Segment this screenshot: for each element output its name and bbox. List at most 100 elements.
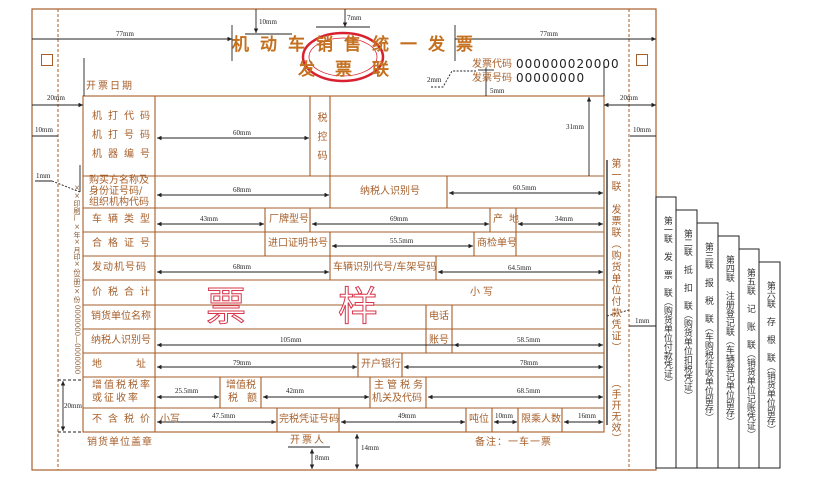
dim-60mm: 60mm [233,129,251,137]
dim-58-5mm: 58.5mm [517,336,541,344]
stub-copy-3: 第三联 报 税 联（车购税征收单位留存） [702,242,713,422]
dim-42mm: 42mm [286,387,304,395]
dim-77mm-left: 77mm [116,30,134,38]
printer-info: ××印刷厂 ×年×月印×份(册)×份 0000000—0000000 [73,184,81,375]
origin-label: 产地 [493,214,525,225]
dim-10mm-top: 10mm [259,18,277,26]
invoice-code-label: 发票代码 [472,59,512,70]
tear-lines [57,9,630,470]
dim-10mm-right: 10mm [633,126,651,134]
machine-serial-label: 机器编号 [92,149,156,160]
total-price-tax-label: 价税合计 [92,287,156,298]
dim-31mm: 31mm [566,123,584,131]
stub-copy-2: 第二联 抵 扣 联（购货单位扣税凭证） [681,229,692,400]
dim-47-5mm: 47.5mm [212,412,236,420]
table-grid [82,95,605,433]
copy-stubs [655,196,781,469]
brand-model-label: 厂牌型号 [269,214,309,225]
tax-authority-label-1: 主管税务 [374,380,426,391]
dim-10mm-tonnage: 10mm [495,412,513,420]
dim-2mm: 2mm [427,76,442,84]
price-ex-tax-label: 不含税价 [92,414,156,425]
invoice-no-label: 发票号码 [472,73,512,84]
watermark-char-2: 样 [338,284,379,330]
registration-square-left [41,54,53,66]
seller-seal-label: 销货单位盖章 [87,437,153,448]
vehicle-type-label: 车辆类型 [92,214,156,225]
buyer-id-label: 身份证号码/ [89,186,143,197]
invoice-no: 00000000 [516,71,586,85]
dim-1mm-left: 1mm [36,172,51,180]
tax-paid-cert-label: 完税凭证号码 [279,414,339,425]
invoice-subtitle: 发票联 [298,60,409,80]
dim-77mm-right: 77mm [540,30,558,38]
dim-43mm: 43mm [200,215,218,223]
lowercase-label: 小写 [470,287,496,298]
phone-label: 电话 [429,311,449,322]
machine-code-label: 机打代码 [92,111,156,122]
machine-no-label: 机打号码 [92,130,156,141]
registration-square-right [636,54,648,66]
dim-7mm: 7mm [347,14,362,22]
dim-10mm-left: 10mm [35,126,53,134]
dim-34mm: 34mm [555,215,573,223]
dim-20mm-right: 20mm [620,94,638,102]
dim-68mm-engine: 68mm [233,263,251,271]
vat-rate-label-1: 增值税税率 [92,380,152,391]
manual-invalid-label: （手开无效） [609,378,620,444]
tax-authority-label-2: 机关及代码 [372,393,422,404]
copy-label: 第一联 发票联（购货单位付款凭证） [609,158,620,354]
dim-16mm: 16mm [578,412,596,420]
watermark-char-1: 票 [206,284,247,330]
remark-label: 备注：一车一票 [475,437,552,448]
dim-60-5mm: 60.5mm [513,184,537,192]
stub-copy-4: 第四联 注册登记联（车辆登记单位留存） [723,255,734,426]
vat-amount-label-1: 增值税 [226,380,256,391]
inspection-no-label: 商检单号 [477,238,517,249]
engine-no-label: 发动机号码 [92,262,147,273]
buyer-name-label: 购买方名称及 [89,175,149,186]
certificate-no-label: 合格证号 [92,238,156,249]
dim-68mm-buyer: 68mm [233,186,251,194]
import-cert-label: 进口证明书号 [268,238,328,249]
dim-105mm: 105mm [280,336,302,344]
dim-68-5mm: 68.5mm [517,387,541,395]
dim-20mm-bottom: 20mm [64,402,82,410]
invoice-code: 000000020000 [516,57,620,71]
vat-rate-label-2: 或征收率 [92,393,140,404]
dim-20mm-left: 20mm [47,94,65,102]
issue-date-label: 开票日期 [86,81,134,92]
dim-64-5mm: 64.5mm [508,264,532,272]
invoice-title: 机动车销售统一发票 [232,35,484,55]
issuer-label: 开票人 [290,435,326,446]
account-no-label: 账号 [429,335,449,346]
dim-55-5mm: 55.5mm [390,237,414,245]
dim-8mm: 8mm [315,454,330,462]
dim-5mm: 5mm [490,87,505,95]
seat-limit-label: 限乘人数 [521,414,561,425]
seller-name-label: 销货单位名称 [91,311,151,322]
address-label: 地址 [92,359,180,370]
vin-label: 车辆识别代号/车架号码 [333,262,437,273]
stub-copy-1: 第一联 发 票 联（购货单位付款凭证） [661,216,672,387]
tonnage-label: 吨位 [469,414,489,425]
dim-49mm: 49mm [398,412,416,420]
vat-amount-label-2: 税额 [228,393,266,404]
dim-78mm: 78mm [520,359,538,367]
seller-taxpayer-id-label: 纳税人识别号 [91,335,151,346]
bank-label: 开户银行 [361,359,401,370]
lowercase-label-2: 小写 [160,414,180,425]
stub-copy-5: 第五联 记 账 联（销货单位记账凭证） [744,268,755,439]
buyer-org-label: 组织机构代码 [89,197,149,208]
tax-control-code-label: 税控码 [315,112,326,169]
dim-69mm: 69mm [390,215,408,223]
dim-79mm: 79mm [233,359,251,367]
dim-25-5mm: 25.5mm [175,387,199,395]
dimension-lines [32,9,656,469]
stub-copy-6: 第六联 存 根 联（销货单位留存） [764,281,775,434]
buyer-taxpayer-id-label: 纳税人识别号 [360,186,420,197]
stamp [301,31,385,83]
dim-14mm: 14mm [361,444,379,452]
